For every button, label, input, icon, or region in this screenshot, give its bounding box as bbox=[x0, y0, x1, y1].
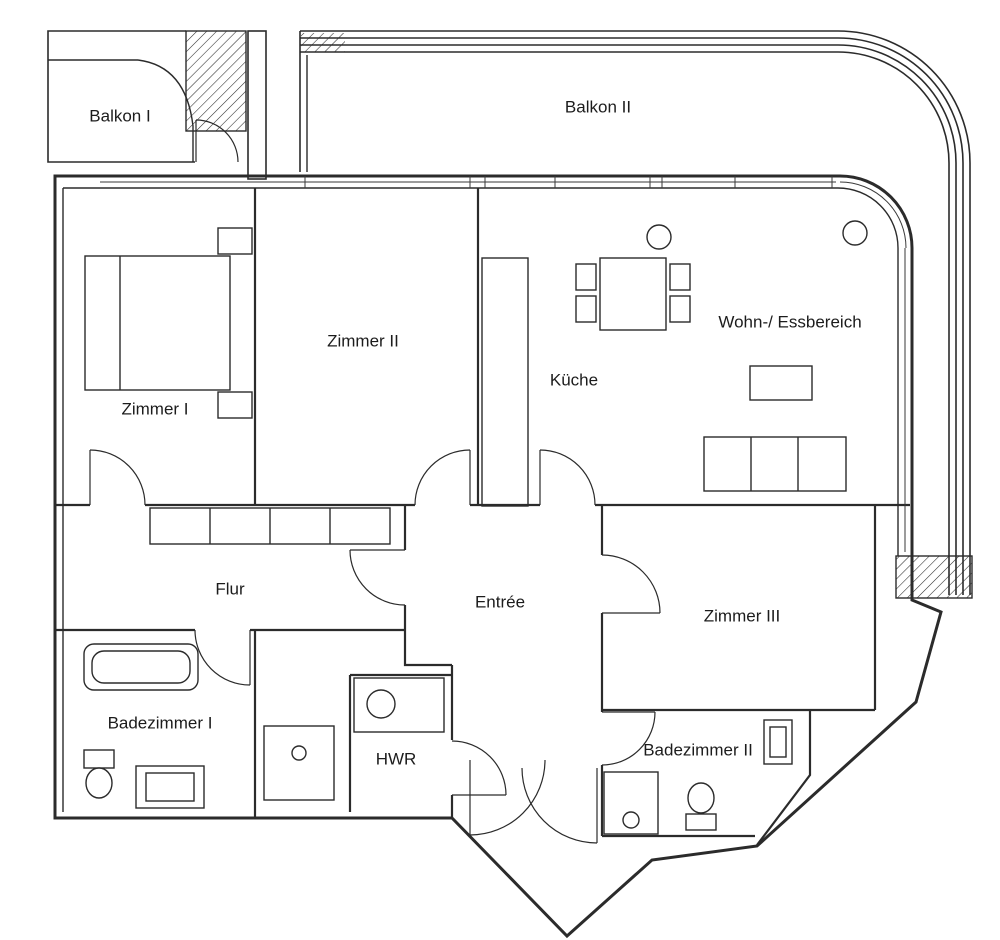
label-zimmer-2: Zimmer II bbox=[327, 331, 399, 350]
door-entrance bbox=[469, 759, 598, 844]
label-balkon-1: Balkon I bbox=[89, 106, 150, 125]
shower-tray bbox=[135, 765, 205, 809]
chair bbox=[575, 295, 597, 323]
balkon-1-structure bbox=[47, 30, 267, 180]
balcony-railing bbox=[299, 30, 971, 595]
railing-hatch bbox=[301, 33, 345, 52]
label-badezimmer-1: Badezimmer I bbox=[108, 713, 213, 732]
door-zimmer-1 bbox=[89, 449, 146, 506]
label-zimmer-1: Zimmer I bbox=[121, 399, 188, 418]
exterior-walls bbox=[53, 174, 973, 939]
door-kueche bbox=[539, 449, 596, 506]
chair bbox=[575, 263, 597, 291]
label-balkon-2: Balkon II bbox=[565, 97, 631, 116]
bed bbox=[84, 227, 253, 419]
chair bbox=[669, 295, 691, 323]
door-flur-entree bbox=[349, 549, 406, 606]
coffee-table bbox=[749, 365, 813, 401]
wall-hatch-block-top bbox=[185, 30, 247, 132]
toilet-bad-1 bbox=[83, 749, 115, 799]
door-badezimmer-1 bbox=[194, 629, 251, 686]
interior-walls bbox=[55, 188, 910, 846]
windows bbox=[100, 176, 907, 552]
ceiling-lamps bbox=[646, 220, 868, 250]
dining-table bbox=[575, 257, 691, 331]
door-balkon-1 bbox=[195, 119, 239, 163]
label-wohn-essbereich: Wohn-/ Essbereich bbox=[718, 312, 861, 331]
wardrobe bbox=[149, 507, 391, 545]
label-hwr: HWR bbox=[376, 749, 417, 768]
wall-hatch-block-right bbox=[895, 555, 973, 599]
sink-cabinet-niche bbox=[263, 725, 335, 801]
label-flur: Flur bbox=[215, 579, 245, 598]
toilet-bad-2 bbox=[685, 782, 717, 831]
doors bbox=[89, 119, 661, 844]
sofa bbox=[703, 436, 847, 492]
door-zimmer-3 bbox=[601, 554, 661, 614]
washbasin-bad-2 bbox=[763, 719, 793, 765]
room-labels: Balkon I Balkon II Zimmer I Zimmer II Kü… bbox=[89, 97, 861, 768]
sink-corner-bad-2 bbox=[603, 771, 659, 835]
label-zimmer-3: Zimmer III bbox=[704, 606, 781, 625]
chair bbox=[669, 263, 691, 291]
label-kueche: Küche bbox=[550, 370, 598, 389]
door-hwr bbox=[451, 740, 507, 796]
bathtub bbox=[83, 643, 199, 691]
wall-column bbox=[247, 30, 267, 180]
door-badezimmer-2 bbox=[601, 711, 656, 766]
nightstand bbox=[217, 391, 253, 419]
door-zimmer-2 bbox=[414, 449, 471, 506]
kitchen-counter bbox=[481, 257, 529, 507]
label-entree: Entrée bbox=[475, 592, 525, 611]
washing-machine bbox=[353, 677, 445, 733]
nightstand bbox=[217, 227, 253, 255]
label-badezimmer-2: Badezimmer II bbox=[643, 740, 753, 759]
